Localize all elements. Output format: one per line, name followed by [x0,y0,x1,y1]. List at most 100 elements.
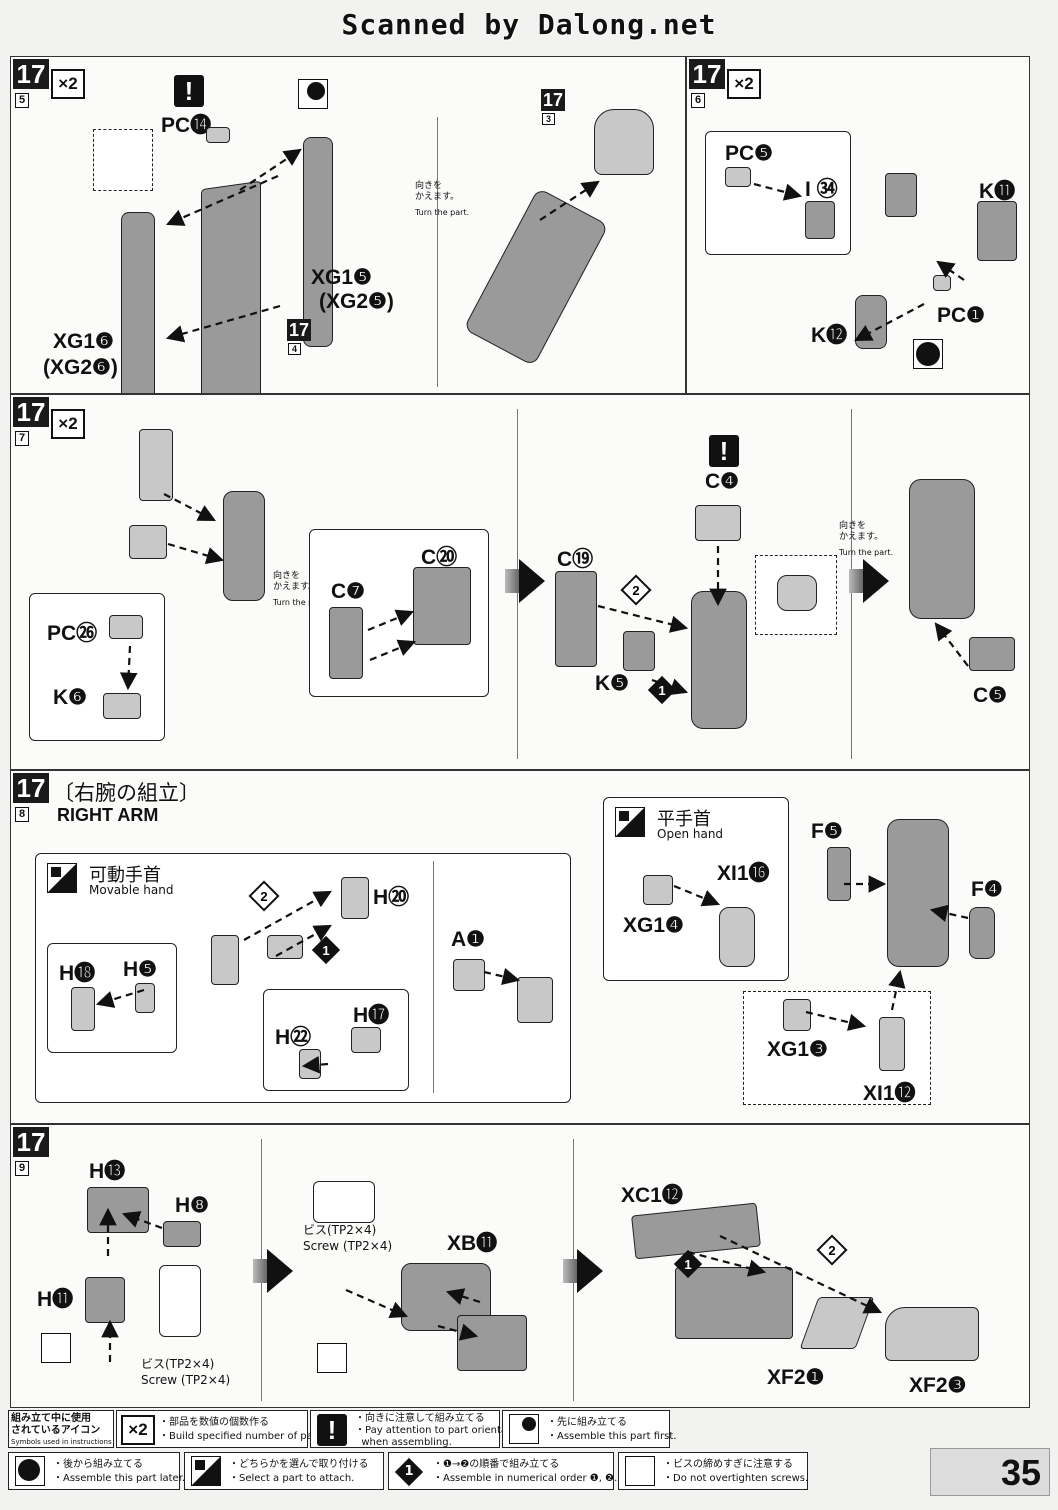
step-sub-number: 9 [15,1161,30,1176]
part-i34 [805,201,835,239]
ref-step-17-3: 17 [541,89,565,111]
part-f5 [827,847,851,901]
part-label-xg15: XG1❺ [311,266,372,289]
next-step-arrow [253,1249,293,1293]
warning-icon: ! [709,435,739,467]
legend-order-jp: ・❶→❷の順番で組み立てる [433,1459,560,1470]
assembled-joint [885,173,917,217]
scan-watermark: Scanned by Dalong.net [341,8,717,41]
turn-part-note-en: Turn the part. [273,598,328,607]
part-label-xi16: XI1⓰ [717,862,770,885]
part-label-k5: K❺ [595,672,629,695]
section-title-en: RIGHT ARM [57,805,159,825]
part-label-pc1: PC❶ [937,304,985,327]
step-number: 17 [13,1127,49,1157]
svg-text:2: 2 [260,889,267,904]
legend-first-jp: ・先に組み立てる [547,1417,627,1428]
ref-step-17-4: 17 [287,319,311,341]
ref-step-sub: 3 [542,113,556,125]
next-step-arrow [563,1249,603,1293]
part-label-xg25: (XG2❺) [319,290,394,313]
select-part-icon [47,863,77,893]
svg-text:2: 2 [828,1243,835,1258]
warning-icon: ! [174,75,204,107]
poly-cap-pc26 [109,615,143,639]
part-h17 [351,1027,381,1053]
part-k11 [977,201,1017,261]
assemble-first-icon [509,1414,539,1444]
select-part-icon [191,1456,221,1486]
part-label-pc14: PC⓮ [161,114,212,137]
assemble-first-icon [298,79,328,109]
part-h18 [71,987,95,1031]
turn-part-note-jp: 向きを かえます。 [839,521,884,542]
legend-select-jp: ・どちらかを選んで取り付ける [229,1459,369,1470]
part-c20 [413,567,471,645]
part-label-xg13: XG1❸ [767,1038,828,1061]
select-part-icon [615,807,645,837]
legend-screw-jp: ・ビスの締めすぎに注意する [663,1459,793,1470]
multiply-icon: ×2 [51,69,85,99]
step-sub-number: 6 [691,93,706,108]
part-c4 [695,505,741,541]
part-label-f5: F❺ [811,820,843,843]
part-label-pc26: PC㉖ [47,622,98,645]
step-number: 17 [13,397,49,427]
section-title-jp: 〔右腕の組立〕 [53,782,200,805]
forearm-rotated [909,479,975,619]
forearm-assembly [691,591,747,729]
open-hand-part [719,907,755,967]
part-xf23 [885,1307,979,1361]
part-label-h8: H❽ [175,1194,209,1217]
screw-callout [159,1265,201,1337]
part-label-c5: C❺ [973,684,1007,707]
step-17-7-panel: 17 7 ×2 PC㉖ K❻ 向きを かえます。 Turn the part. … [10,394,1030,770]
part-detail-inset [93,129,153,191]
warning-icon: ! [317,1414,347,1446]
svg-text:1: 1 [322,943,329,958]
legend-later-jp: ・後から組み立てる [53,1459,143,1470]
step-number: 17 [13,59,49,89]
part-k6 [103,693,141,719]
legend-heading: 組み立て中に使用 されているアイコン Symbols used in instr… [8,1410,114,1448]
hand-frame [675,1267,793,1339]
part-label-h11: H⓫ [37,1288,74,1311]
step-17-5-panel: 17 5 ×2 ! PC⓮ XG1❺ (XG2❺) XG1❻ (XG2❻) 17… [10,56,686,394]
screw-caution-icon [317,1343,347,1373]
part-label-k11: K⓫ [979,180,1016,203]
legend-heading-jp: 組み立て中に使用 されているアイコン [11,1413,101,1436]
part-label-f4: F❹ [971,878,1003,901]
legend-warning-en: ・Pay attention to part orientation when … [355,1425,527,1448]
part-label-xf23: XF2❸ [909,1374,967,1397]
legend-warning: ! ・向きに注意して組み立てる ・Pay attention to part o… [310,1410,526,1448]
icon-legend: 組み立て中に使用 されているアイコン Symbols used in instr… [0,1408,1058,1510]
booster-side-plate-right [303,137,333,347]
part-c7 [329,607,363,679]
part-c5 [969,637,1015,671]
part-label-xb11: XB⓫ [447,1232,498,1255]
legend-later-en: ・Assemble this part later. [53,1473,186,1484]
step-number: 17 [13,773,49,803]
part-h11 [85,1277,125,1323]
part-label-h13: H⓭ [89,1160,126,1183]
part-label-a1: A❶ [451,928,485,951]
part-label-h5: H❺ [123,958,157,981]
movable-hand-en: Movable hand [89,883,174,897]
multiply-icon: ×2 [51,409,85,439]
part-c19 [555,571,597,667]
turn-part-note-jp: 向きを かえます。 [415,181,460,202]
part-xg14 [643,875,673,905]
svg-text:1: 1 [658,683,665,698]
step-17-8-panel: 17 8 〔右腕の組立〕 RIGHT ARM 可動手首 Movable hand… [10,770,1030,1124]
legend-multiply-jp: ・部品を数値の個数作る [159,1417,269,1428]
open-hand-en: Open hand [657,827,724,841]
part-a1 [453,959,485,991]
legend-order: 1 ・❶→❷の順番で組み立てる ・Assemble in numerical o… [388,1452,624,1490]
assemble-later-icon [15,1456,45,1486]
ref-step-sub: 4 [288,343,302,355]
screw-spec-jp: ビス(TP2×4) [303,1223,377,1237]
order-icon: 1 [394,1457,424,1487]
screw-spec-jp: ビス(TP2×4) [141,1357,215,1371]
part-label-c19: C⑲ [557,548,594,571]
poly-cap-pc14 [206,127,230,143]
